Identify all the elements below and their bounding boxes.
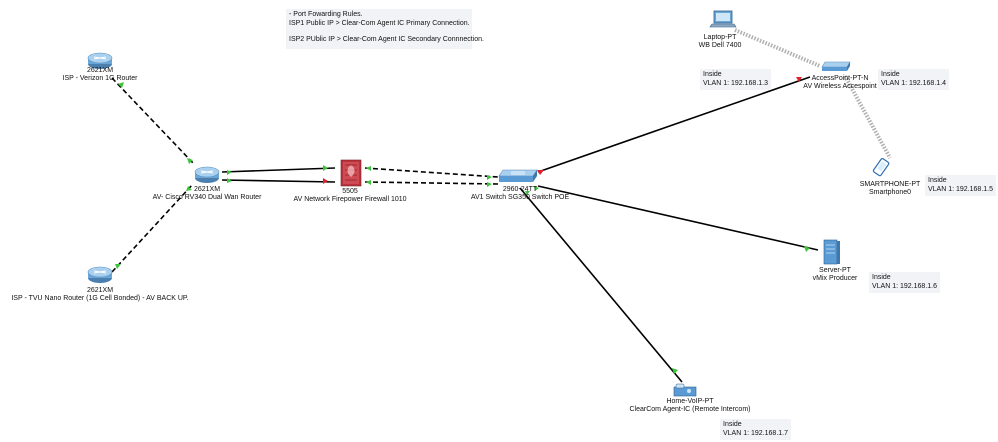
device-name: vMix Producer — [812, 275, 858, 282]
port-up-indicator — [804, 246, 810, 252]
note-line: - Port Fowarding Rules. — [289, 11, 363, 18]
device-label-isp-tvu: 2621XM ISP - TVU Nano Router (1G Cell Bo… — [10, 287, 190, 303]
note-line: Inside — [703, 71, 722, 78]
inside-note-smartphone: Inside VLAN 1: 192.168.1.5 — [925, 175, 996, 196]
port-down-indicator — [323, 178, 328, 184]
device-model: Home-VoIP-PT — [666, 398, 714, 405]
link-switch-to-voip[interactable] — [519, 187, 683, 383]
device-name: AV1 Switch SG350 Switch POE — [470, 194, 570, 201]
port-up-indicator — [227, 170, 232, 175]
port-down-indicator — [796, 77, 802, 82]
device-model: SMARTPHONE-PT — [859, 181, 921, 188]
smartphone-icon[interactable] — [872, 157, 890, 177]
port-status-indicators — [115, 82, 810, 374]
device-label-smartphone: SMARTPHONE-PT Smartphone0 — [850, 181, 930, 197]
device-model: 5505 — [342, 188, 358, 195]
device-model: 2960-24TT — [502, 186, 538, 193]
port-up-indicator — [525, 191, 530, 195]
device-model: AccessPoint-PT-N — [811, 75, 869, 82]
laptop-icon[interactable] — [709, 10, 737, 28]
note-line: VLAN 1: 192.168.1.3 — [703, 79, 768, 87]
port-up-indicator — [487, 175, 492, 180]
port-up-indicator — [187, 158, 193, 164]
links — [111, 28, 892, 383]
device-name: AV Wireless Accespoint — [803, 83, 877, 90]
device-name: WB Dell 7400 — [698, 42, 742, 49]
link-switch-to-accesspoint[interactable] — [537, 76, 811, 173]
inside-note-laptop: Inside VLAN 1: 192.168.1.3 — [700, 69, 771, 90]
access-point-icon[interactable] — [821, 61, 851, 71]
link-tvu-to-avrouter[interactable] — [111, 183, 194, 273]
firewall-icon[interactable] — [340, 159, 362, 187]
note-line: Inside — [928, 177, 947, 184]
device-label-av-router: 2621XM AV- Cisco RV340 Dual Wan Router — [147, 186, 267, 202]
wireless-ap-to-phone[interactable] — [843, 75, 892, 159]
port-up-indicator — [227, 178, 232, 183]
note-line: VLAN 1: 192.168.1.5 — [928, 185, 993, 193]
wireless-laptop-to-ap[interactable] — [734, 28, 821, 68]
note-line: Inside — [872, 274, 891, 281]
inside-note-server: Inside VLAN 1: 192.168.1.6 — [869, 272, 940, 293]
link-firewall-to-switch-2[interactable] — [364, 181, 499, 185]
device-model: 2621XM — [86, 287, 114, 294]
voip-phone-icon[interactable] — [673, 383, 697, 397]
link-verizon-to-avrouter[interactable] — [111, 77, 194, 164]
device-model: 2621XM — [193, 186, 221, 193]
port-up-indicator — [534, 186, 539, 191]
link-avrouter-to-firewall-1[interactable] — [221, 167, 336, 173]
device-name: AV Network Firepower Firewall 1010 — [293, 196, 407, 203]
server-icon[interactable] — [823, 239, 840, 265]
port-up-indicator — [323, 165, 328, 171]
device-name: Smartphone0 — [868, 189, 912, 196]
device-name: ISP - Verizon 1G Router — [62, 75, 138, 82]
router-icon[interactable] — [194, 166, 220, 183]
device-label-laptop: Laptop-PT WB Dell 7400 — [680, 34, 760, 50]
port-up-indicator — [115, 264, 121, 269]
link-switch-to-server[interactable] — [537, 185, 819, 251]
note-line: Inside — [723, 421, 742, 428]
switch-icon[interactable] — [498, 169, 538, 182]
device-label-accesspoint: AccessPoint-PT-N AV Wireless Accespoint — [790, 75, 890, 91]
note-line: VLAN 1: 192.168.1.7 — [723, 429, 788, 437]
port-forwarding-note: - Port Fowarding Rules. ISP1 Public IP >… — [286, 9, 484, 49]
port-up-indicator — [118, 82, 124, 88]
device-label-voip: Home-VoIP-PT ClearCom Agent-IC (Remote I… — [620, 398, 760, 414]
device-label-firewall: 5505 AV Network Firepower Firewall 1010 — [290, 188, 410, 204]
device-model: 2621XM — [86, 67, 114, 74]
port-up-indicator — [366, 180, 371, 185]
device-name: ClearCom Agent-IC (Remote Intercom) — [629, 406, 751, 413]
port-up-indicator — [186, 186, 192, 191]
note-line: VLAN 1: 192.168.1.6 — [872, 282, 937, 290]
device-label-isp-verizon: 2621XM ISP - Verizon 1G Router — [40, 67, 160, 83]
device-label-server: Server-PT vMix Producer — [800, 267, 870, 283]
link-avrouter-to-firewall-2[interactable] — [221, 179, 336, 183]
device-model: Laptop-PT — [703, 34, 737, 41]
port-up-indicator — [366, 166, 371, 171]
inside-note-voip: Inside VLAN 1: 192.168.1.7 — [720, 419, 791, 440]
inside-note-accesspoint: Inside VLAN 1: 192.168.1.4 — [878, 69, 949, 90]
device-name: ISP - TVU Nano Router (1G Cell Bonded) -… — [11, 295, 189, 302]
port-down-indicators — [323, 77, 802, 184]
port-down-indicator — [537, 170, 544, 175]
note-line: ISP2 PUblic IP > Clear-Com Agent IC Seco… — [289, 36, 484, 43]
note-line: ISP1 Public IP > Clear-Com Agent IC Prim… — [289, 19, 470, 27]
device-label-switch: 2960-24TT AV1 Switch SG350 Switch POE — [460, 186, 580, 202]
note-line: VLAN 1: 192.168.1.4 — [881, 79, 946, 87]
port-up-indicator — [672, 368, 678, 374]
router-icon[interactable] — [87, 266, 113, 283]
router-icon[interactable] — [87, 52, 113, 69]
device-name: AV- Cisco RV340 Dual Wan Router — [152, 194, 262, 201]
port-up-indicator — [487, 182, 492, 187]
device-model: Server-PT — [819, 267, 851, 274]
note-line: Inside — [881, 71, 900, 78]
link-firewall-to-switch-1[interactable] — [364, 167, 499, 178]
